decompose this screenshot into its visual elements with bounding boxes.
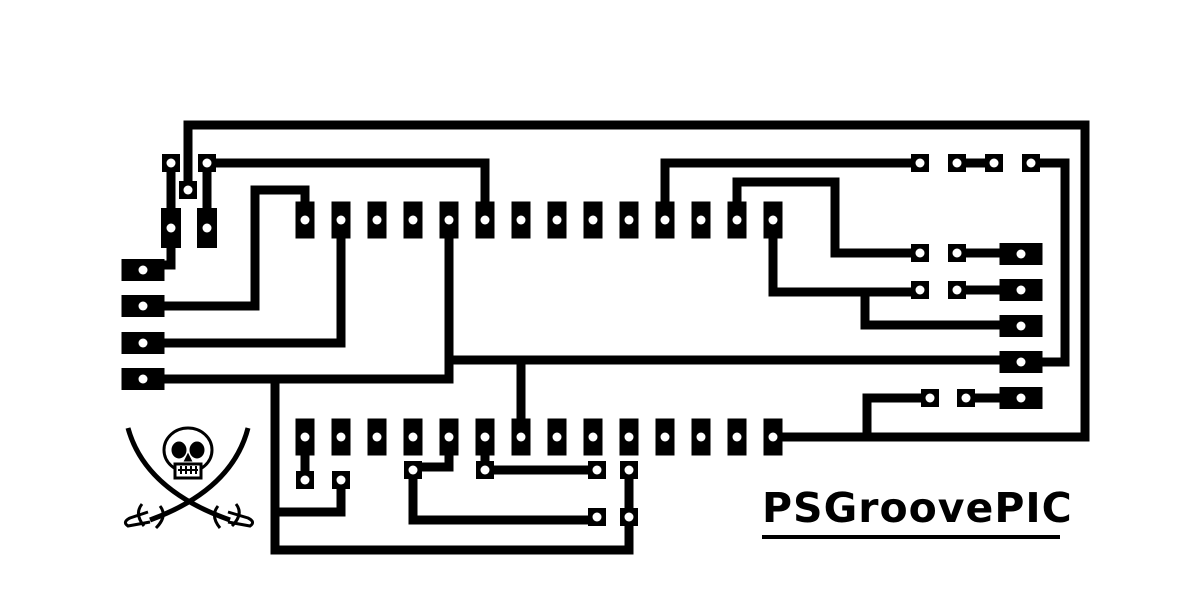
component-pad — [1022, 154, 1040, 172]
component-pad — [957, 389, 975, 407]
ic-pin-pad — [691, 201, 711, 239]
ic-pin-pad — [583, 418, 603, 456]
connector-pad — [121, 368, 165, 390]
ic-pin-pad — [439, 201, 459, 239]
title-underline — [762, 535, 1060, 539]
ic-pin-pad — [367, 201, 387, 239]
component-pad — [179, 181, 197, 199]
ic-pin-pad — [475, 201, 495, 239]
component-pad — [948, 154, 966, 172]
ic-pin-pad — [655, 201, 675, 239]
trace — [732, 177, 925, 258]
component-pad — [588, 461, 606, 479]
ic-pin-pad — [763, 418, 783, 456]
ic-pin-pad — [511, 201, 531, 239]
component-pad — [911, 154, 929, 172]
component-pad — [198, 154, 216, 172]
ic-pin-pad — [403, 201, 423, 239]
ic-pin-pad — [331, 418, 351, 456]
component-pad — [620, 508, 638, 526]
component-pad — [911, 281, 929, 299]
connector-pad — [121, 295, 165, 317]
ic-pin-pad — [295, 201, 315, 239]
component-pad — [332, 471, 350, 489]
component-pad — [588, 508, 606, 526]
trace — [270, 475, 346, 517]
connector-pad — [121, 259, 165, 281]
trace — [138, 215, 454, 384]
board-title: PSGroovePIC — [762, 484, 1073, 532]
ic-pin-pad — [511, 418, 531, 456]
component-pad — [162, 154, 180, 172]
connector-pad — [999, 387, 1043, 409]
trace — [202, 158, 490, 225]
component-pad — [921, 389, 939, 407]
ic-pin-pad — [691, 418, 711, 456]
trace — [860, 287, 1025, 330]
component-pad — [948, 244, 966, 262]
trace — [660, 158, 925, 225]
trace — [183, 120, 1090, 442]
trace — [768, 215, 925, 297]
component-pad — [197, 208, 217, 248]
connector-pad — [999, 243, 1043, 265]
component-pad — [476, 461, 494, 479]
ic-pin-pad — [619, 201, 639, 239]
connector-pad — [999, 315, 1043, 337]
pads — [121, 154, 1043, 526]
component-pad — [948, 281, 966, 299]
connector-pad — [999, 279, 1043, 301]
component-pad — [296, 471, 314, 489]
component-pad — [404, 461, 422, 479]
ic-pin-pad — [763, 201, 783, 239]
ic-pin-pad — [475, 418, 495, 456]
ic-pin-pad — [727, 201, 747, 239]
component-pad — [620, 461, 638, 479]
trace — [138, 185, 310, 311]
component-pad — [985, 154, 1003, 172]
trace — [480, 432, 602, 475]
trace — [862, 393, 935, 442]
connector-pad — [121, 332, 165, 354]
ic-pin-pad — [403, 418, 423, 456]
ic-pin-pad — [727, 418, 747, 456]
ic-pin-pad — [367, 418, 387, 456]
connector-pad — [999, 351, 1043, 373]
skull-and-crossed-swords-icon — [123, 426, 255, 530]
ic-pin-pad — [547, 201, 567, 239]
trace — [138, 215, 346, 348]
ic-pin-pad — [583, 201, 603, 239]
ic-pin-pad — [331, 201, 351, 239]
ic-pin-pad — [295, 418, 315, 456]
ic-pin-pad — [619, 418, 639, 456]
component-pad — [161, 208, 181, 248]
ic-pin-pad — [547, 418, 567, 456]
ic-pin-pad — [655, 418, 675, 456]
ic-pin-pad — [439, 418, 459, 456]
component-pad — [911, 244, 929, 262]
